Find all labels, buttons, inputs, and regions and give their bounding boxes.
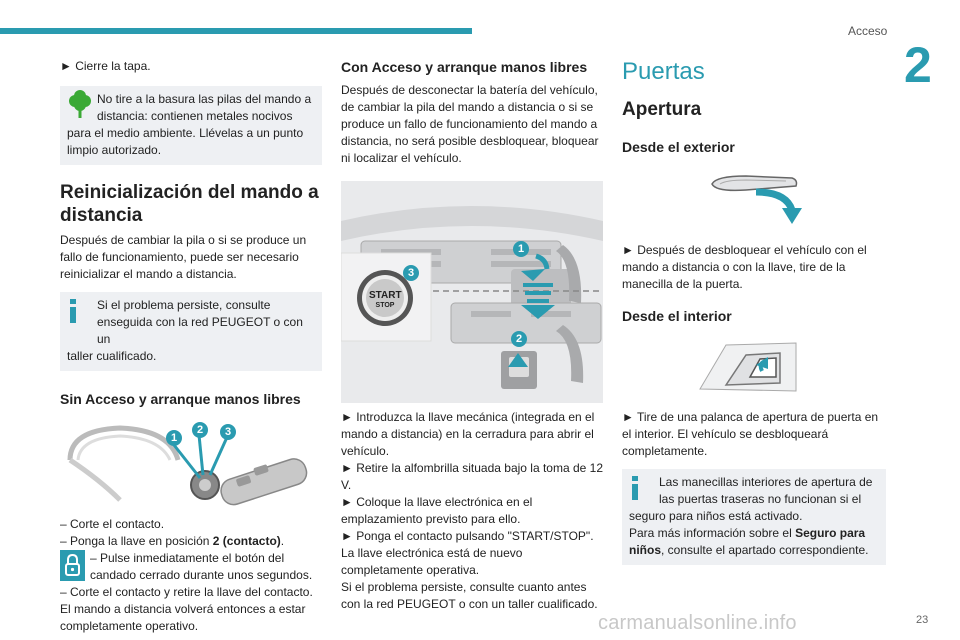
no-access-title: Sin Acceso y arranque manos libres <box>60 391 301 407</box>
stop-label: STOP <box>375 302 395 309</box>
console-image <box>341 181 603 403</box>
exterior-handle-image <box>711 175 802 224</box>
exterior-text: ► Después de desbloquear el vehículo con… <box>622 243 867 291</box>
hands-free-intro: Después de desconectar la batería del ve… <box>341 83 599 165</box>
step-4: – Corte el contacto y retire la llave de… <box>60 585 313 599</box>
step-1: – Corte el contacto. <box>60 517 165 531</box>
reset-text: Después de cambiar la pila o si se produ… <box>60 233 307 281</box>
tree-icon <box>69 90 91 118</box>
step-5: El mando a distancia volverá entonces a … <box>60 602 306 633</box>
eco-note-line1: No tire a la basura las pilas del mando … <box>97 92 312 106</box>
badge-2: 2 <box>192 422 208 438</box>
page-number: 23 <box>916 614 929 626</box>
child-lock-note: Las manecillas interiores de apertura de… <box>622 469 886 565</box>
badge-1: 1 <box>513 241 529 257</box>
start-label: START <box>369 290 402 301</box>
interior-text: ► Tire de una palanca de apertura de pue… <box>622 410 879 458</box>
console-illustration: START STOP 1 2 3 <box>341 181 603 403</box>
eco-note-rest: para el medio ambiente. Llévelas a un pu… <box>67 126 304 157</box>
padlock-icon <box>60 550 85 581</box>
step-3: – Pulse inmediatamente el botón del cand… <box>60 550 322 584</box>
ignition-illustration: 1 2 3 <box>60 420 322 510</box>
badge-3: 3 <box>403 265 419 281</box>
info-note-line1: Si el problema persiste, consulte <box>97 298 271 312</box>
hands-free-step-1: ► Introduzca la llave mecánica (integrad… <box>341 410 595 458</box>
exterior-title: Desde el exterior <box>622 139 735 155</box>
badge-1: 1 <box>166 430 182 446</box>
chapter-number: 2 <box>904 37 932 93</box>
badge-2: 2 <box>511 331 527 347</box>
child-lock-note-ref: Para más información sobre el Seguro par… <box>629 526 869 557</box>
doors-title: Puertas <box>622 58 705 85</box>
eco-note: No tire a la basura las pilas del mando … <box>60 86 322 165</box>
interior-title: Desde el interior <box>622 308 732 324</box>
info-note-line2: enseguida con la red PEUGEOT o con un <box>97 315 303 346</box>
section-label: Acceso <box>848 24 888 38</box>
opening-title: Apertura <box>622 99 702 120</box>
child-lock-note-line1: Las manecillas interiores de apertura de <box>659 475 873 489</box>
info-note-rest: taller cualificado. <box>67 349 157 363</box>
hands-free-title: Con Acceso y arranque manos libres <box>341 59 588 75</box>
column-left: ► Cierre la tapa. No tire a la basura la… <box>60 58 322 635</box>
badge-3: 3 <box>220 424 236 440</box>
hands-free-step-4: ► Ponga el contacto pulsando "START/STOP… <box>341 529 594 577</box>
info-icon <box>70 299 76 323</box>
hands-free-step-2: ► Retire la alfombrilla situada bajo la … <box>341 461 604 492</box>
child-lock-note-line3: seguro para niños está activado. <box>629 509 803 523</box>
ignition-key-image <box>67 425 308 506</box>
info-icon <box>632 476 638 500</box>
header-accent-bar <box>0 28 472 34</box>
hands-free-step-5: Si el problema persiste, consulte cuanto… <box>341 580 598 611</box>
step-2: – Ponga la llave en posición 2 (contacto… <box>60 534 285 548</box>
step-close-cover: ► Cierre la tapa. <box>60 59 151 73</box>
column-middle: Con Acceso y arranque manos libres Despu… <box>341 58 603 613</box>
info-note: Si el problema persiste, consulte ensegu… <box>60 292 322 371</box>
watermark: carmanualsonline.info <box>598 612 797 634</box>
hands-free-step-3: ► Coloque la llave electrónica en el emp… <box>341 495 533 526</box>
column-right: Puertas Apertura Desde el exterior ► Des… <box>622 58 886 565</box>
child-lock-note-line2: las puertas traseras no funcionan si el <box>659 492 862 506</box>
exterior-handle-illustration <box>706 174 806 228</box>
eco-note-line2: distancia: contienen metales nocivos <box>97 109 293 123</box>
reset-title: Reinicialización del mando a distancia <box>60 182 319 226</box>
interior-lever-image <box>699 342 797 392</box>
interior-lever-illustration <box>696 341 800 395</box>
